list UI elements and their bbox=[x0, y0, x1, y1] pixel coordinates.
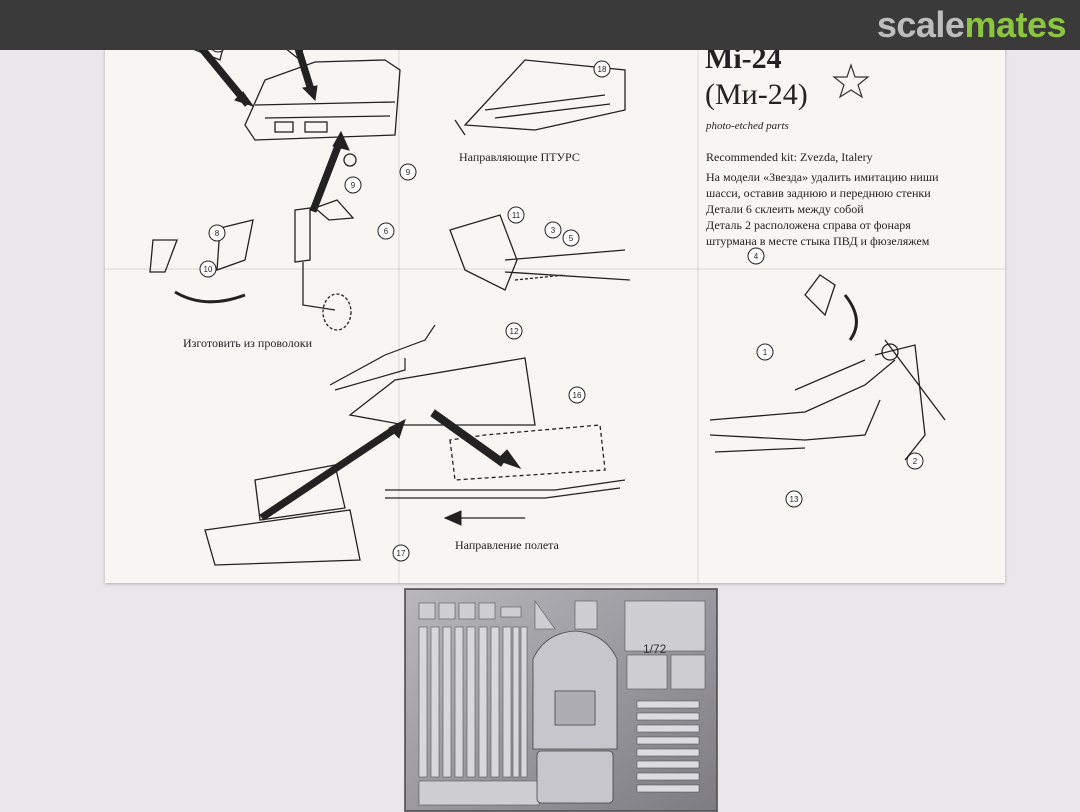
rocket-rail-drawing bbox=[454, 59, 626, 136]
arrows bbox=[197, 43, 350, 213]
subtitle: photo-etched parts bbox=[706, 120, 789, 132]
part-number: 18 bbox=[598, 65, 607, 74]
fold-line bbox=[697, 40, 699, 583]
fold-line bbox=[398, 40, 400, 583]
watermark-bar: scalemates bbox=[0, 0, 1080, 50]
part-number: 3 bbox=[551, 226, 556, 235]
cockpit-drawing bbox=[182, 40, 401, 167]
part-number: 11 bbox=[512, 211, 521, 220]
instruction-line: шасси, оставив заднюю и переднюю стенки bbox=[706, 186, 931, 200]
caption-ptur: Направляющие ПТУРС bbox=[459, 150, 580, 164]
fret-strip-parts bbox=[418, 626, 528, 778]
part-number: 12 bbox=[510, 327, 519, 336]
fold-line bbox=[105, 268, 1005, 270]
part-callouts bbox=[199, 40, 924, 562]
part-number: 13 bbox=[790, 495, 799, 504]
instruction-sheet: Mi-24 (Ми-24) photo-etched parts Recomme… bbox=[105, 40, 1005, 583]
fret-parts-layer: 1/72 bbox=[405, 589, 717, 811]
fret-scale-marking: 1/72 bbox=[643, 642, 667, 656]
helicopter-silhouette bbox=[329, 324, 436, 391]
instruction-line: Детали 6 склеить между собой bbox=[706, 202, 864, 216]
part-number: 2 bbox=[913, 457, 918, 466]
part-number: 17 bbox=[397, 549, 406, 558]
part-number: 9 bbox=[351, 181, 356, 190]
photo-etched-fret: 1/72 bbox=[404, 588, 718, 812]
canopy-arrows bbox=[259, 409, 525, 526]
instruction-line: На модели «Звезда» удалить имитацию ниши bbox=[706, 170, 939, 184]
tail-boom-drawing bbox=[709, 274, 946, 461]
fret-blade-parts bbox=[636, 700, 700, 793]
instruction-line: Деталь 2 расположена справа от фонаря bbox=[706, 218, 911, 232]
part-number: 10 bbox=[204, 265, 213, 274]
part-number: 9 bbox=[406, 168, 411, 177]
part-number: 16 bbox=[573, 391, 582, 400]
part-number: 4 bbox=[754, 252, 759, 261]
recommended-kit: Recommended kit: Zvezda, Italery bbox=[706, 150, 873, 164]
caption-flight-direction: Направление полета bbox=[455, 538, 559, 552]
star-icon bbox=[832, 63, 870, 99]
part-number: 1 bbox=[763, 348, 768, 357]
caption-wire: Изготовить из проволоки bbox=[183, 336, 313, 350]
part-number: 5 bbox=[569, 234, 574, 243]
fret-small-parts bbox=[418, 600, 706, 806]
scalemates-logo: scalemates bbox=[876, 4, 1067, 45]
part-number: 8 bbox=[215, 229, 220, 238]
title-ru: (Ми-24) bbox=[705, 78, 808, 111]
fret-canopy-parts bbox=[532, 630, 618, 804]
canopy-drawing bbox=[204, 357, 626, 566]
instruction-line: штурмана в месте стыка ПВД и фюзеляжем bbox=[706, 234, 930, 248]
tail-fin-drawing bbox=[449, 214, 631, 291]
landing-gear-drawing bbox=[149, 199, 355, 331]
part-number: 6 bbox=[384, 227, 389, 236]
drawing-layer: 14 9 9 8 10 6 11 3 5 12 18 16 17 4 1 2 1… bbox=[149, 40, 946, 566]
